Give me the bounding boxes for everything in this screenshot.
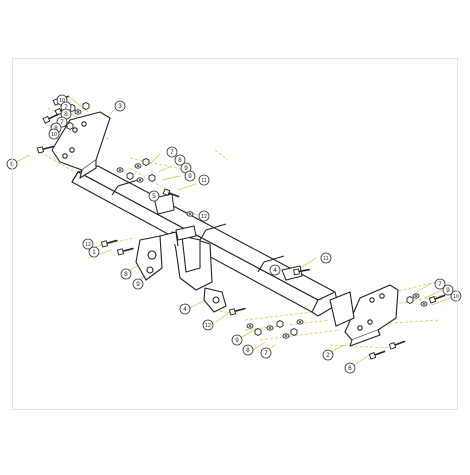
fastener-nut xyxy=(148,173,156,183)
callout-8: 8 xyxy=(174,154,186,166)
fastener-nut xyxy=(276,319,284,329)
fastener-washer xyxy=(74,109,82,115)
fastener-bolt xyxy=(293,268,310,276)
callout-9: 9 xyxy=(132,278,144,290)
fastener-washer xyxy=(116,167,124,173)
fastener-bolt xyxy=(162,188,180,198)
fastener-bolt xyxy=(368,350,386,360)
tow-ball-mount xyxy=(135,231,227,313)
callout-label: 7 xyxy=(170,149,174,156)
callout-11: 11 xyxy=(320,252,332,264)
callout-6: 6 xyxy=(344,362,356,374)
fastener-nut xyxy=(290,327,298,337)
callout-10: 10 xyxy=(48,128,60,140)
callout-label: 9 xyxy=(184,165,188,172)
callout-label: 4 xyxy=(273,267,277,274)
callout-label: 10 xyxy=(51,132,57,138)
callout-label: 1 xyxy=(92,249,96,256)
callout-4: 4 xyxy=(269,264,281,276)
callout-label: 12 xyxy=(85,242,91,248)
callout-label: 4 xyxy=(183,306,187,313)
fastener-washer xyxy=(134,163,142,169)
fastener-bolt xyxy=(388,340,406,350)
callout-label: 6 xyxy=(348,365,352,372)
fastener-washer xyxy=(186,211,194,217)
fasteners xyxy=(36,95,446,360)
callout-label: 11 xyxy=(201,178,206,184)
callout-label: 8 xyxy=(246,347,250,354)
callout-label: 8 xyxy=(178,157,182,164)
callout-label: 8 xyxy=(124,271,128,278)
callout-label: 9 xyxy=(235,337,239,344)
callout-7: 7 xyxy=(434,278,446,290)
fastener-washer xyxy=(420,301,428,307)
callout-12: 12 xyxy=(202,319,214,331)
fastener-washer xyxy=(412,293,420,299)
fastener-washer xyxy=(296,319,304,325)
fastener-bolt xyxy=(228,307,246,316)
right-mounting-bracket xyxy=(329,284,399,347)
callout-8: 8 xyxy=(242,344,254,356)
callout-label: 7 xyxy=(60,119,64,126)
callout-11: 11 xyxy=(198,174,210,186)
diagram-frame xyxy=(12,58,458,410)
fastener-washer xyxy=(136,177,144,183)
callout-label: 8 xyxy=(64,111,68,118)
callout-label: 2 xyxy=(326,352,330,359)
callout-4: 4 xyxy=(179,303,191,315)
fastener-bolt xyxy=(42,113,60,124)
callout-label: 10 xyxy=(59,98,65,104)
callout-label: 3 xyxy=(118,103,122,110)
callout-label: 10 xyxy=(453,294,459,300)
callout-8: 8 xyxy=(120,268,132,280)
fastener-washer xyxy=(246,323,254,329)
callout-label: 12 xyxy=(201,214,207,220)
callout-2: 2 xyxy=(322,349,334,361)
fastener-nut xyxy=(82,101,90,111)
fastener-washer xyxy=(282,333,290,339)
fastener-nut xyxy=(126,171,134,181)
fastener-bolt xyxy=(116,247,134,256)
left-mounting-bracket xyxy=(51,111,111,179)
callout-label: 11 xyxy=(323,256,328,262)
callout-9: 9 xyxy=(442,284,454,296)
callout-label: 9 xyxy=(446,287,450,294)
callout-label: 7 xyxy=(264,350,268,357)
callout-12: 12 xyxy=(198,210,210,222)
small-brackets xyxy=(153,193,303,281)
fastener-nut xyxy=(142,157,150,167)
callout-5: 5 xyxy=(148,190,160,202)
callout-9: 9 xyxy=(231,334,243,346)
fastener-bolt xyxy=(36,145,54,154)
callout-label: 9 xyxy=(136,281,140,288)
callout-label: 12 xyxy=(205,323,211,329)
fastener-nut xyxy=(254,327,262,337)
callout-10: 10 xyxy=(450,290,462,302)
callout-7: 7 xyxy=(260,347,272,359)
fastener-washer xyxy=(266,325,274,331)
fastener-bolt xyxy=(100,239,118,248)
callout-3: 3 xyxy=(114,100,126,112)
callout-label: 5 xyxy=(152,193,156,200)
fastener-nut xyxy=(66,121,74,131)
fastener-nut xyxy=(406,295,414,305)
callout-label: 7 xyxy=(438,281,442,288)
callout-label: 7 xyxy=(64,104,68,111)
callout-9: 9 xyxy=(184,170,196,182)
callout-12: 12 xyxy=(82,238,94,250)
callout-label: 9 xyxy=(188,173,192,180)
callout-1: 1 xyxy=(88,246,100,258)
fastener-bolt xyxy=(428,294,446,304)
callout-7: 7 xyxy=(166,146,178,158)
callout-label: 8 xyxy=(54,125,58,132)
